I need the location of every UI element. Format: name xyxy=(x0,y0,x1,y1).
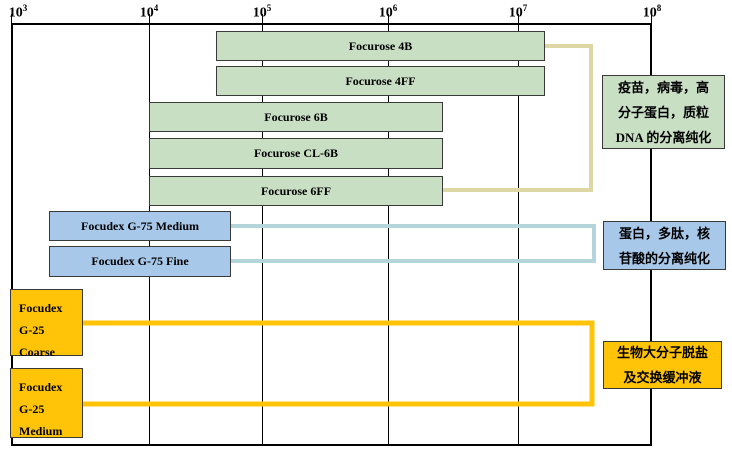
label-line: Coarse xyxy=(19,345,55,359)
axis-tick xyxy=(518,14,519,24)
bar-focurose-4b: Focurose 4B xyxy=(216,31,545,61)
label-line: G-25 xyxy=(19,323,45,337)
tick-exponent: 3 xyxy=(22,3,28,13)
axis-tick-label-1e6: 106 xyxy=(379,0,398,22)
label-line: G-25 xyxy=(19,402,45,416)
bar-focurose-6b: Focurose 6B xyxy=(149,102,443,132)
application-box-blue: 蛋白，多肽，核 苷酸的分离纯化 xyxy=(603,221,726,270)
axis-tick xyxy=(651,14,652,24)
box-focudex-g25-medium: Focudex G-25 Medium xyxy=(10,368,83,438)
axis-tick-label-1e4: 104 xyxy=(140,0,159,22)
tick-base: 10 xyxy=(252,5,267,21)
axis-tick-label-1e3: 103 xyxy=(9,0,28,22)
axis-tick-label-1e8: 108 xyxy=(643,0,662,22)
application-box-yellow: 生物大分子脱盐 及交换缓冲液 xyxy=(603,341,722,389)
label-line: 生物大分子脱盐 xyxy=(616,345,708,360)
tick-exponent: 5 xyxy=(266,3,272,13)
label-line: DNA 的分离纯化 xyxy=(615,129,712,145)
tick-exponent: 6 xyxy=(392,3,398,13)
label-line: 疫苗，病毒，高 xyxy=(617,79,709,95)
tick-base: 10 xyxy=(508,5,523,21)
axis-tick-label-1e7: 107 xyxy=(509,0,528,22)
label-line: 蛋白，多肽，核 xyxy=(618,225,710,241)
label-line: Focudex xyxy=(19,301,63,315)
tick-exponent: 4 xyxy=(153,3,159,13)
label-line: 及交换缓冲液 xyxy=(623,370,702,385)
label-line: 苷酸的分离纯化 xyxy=(618,250,710,266)
axis-tick xyxy=(388,14,389,24)
bar-focudex-g75-fine: Focudex G-75 Fine xyxy=(49,246,231,277)
tick-base: 10 xyxy=(642,5,657,21)
bar-focudex-g75-medium: Focudex G-75 Medium xyxy=(49,211,231,241)
label-line: Medium xyxy=(19,424,63,438)
label-line: 分子蛋白，质粒 xyxy=(617,104,709,120)
axis-tick-label-1e5: 105 xyxy=(253,0,272,22)
label-line: Focudex xyxy=(19,380,63,394)
axis-tick xyxy=(262,14,263,24)
bar-focurose-cl6b: Focurose CL-6B xyxy=(149,138,443,169)
bar-focurose-4ff: Focurose 4FF xyxy=(216,66,545,96)
tick-base: 10 xyxy=(8,5,23,21)
application-box-green: 疫苗，病毒，高 分子蛋白，质粒 DNA 的分离纯化 xyxy=(602,75,725,149)
tick-exponent: 8 xyxy=(656,3,662,13)
axis-tick xyxy=(11,14,12,24)
tick-exponent: 7 xyxy=(522,3,528,13)
bar-focurose-6ff: Focurose 6FF xyxy=(149,176,443,206)
axis-tick xyxy=(149,14,150,24)
tick-base: 10 xyxy=(378,5,393,21)
box-focudex-g25-coarse: Focudex G-25 Coarse xyxy=(10,289,83,359)
tick-base: 10 xyxy=(139,5,154,21)
